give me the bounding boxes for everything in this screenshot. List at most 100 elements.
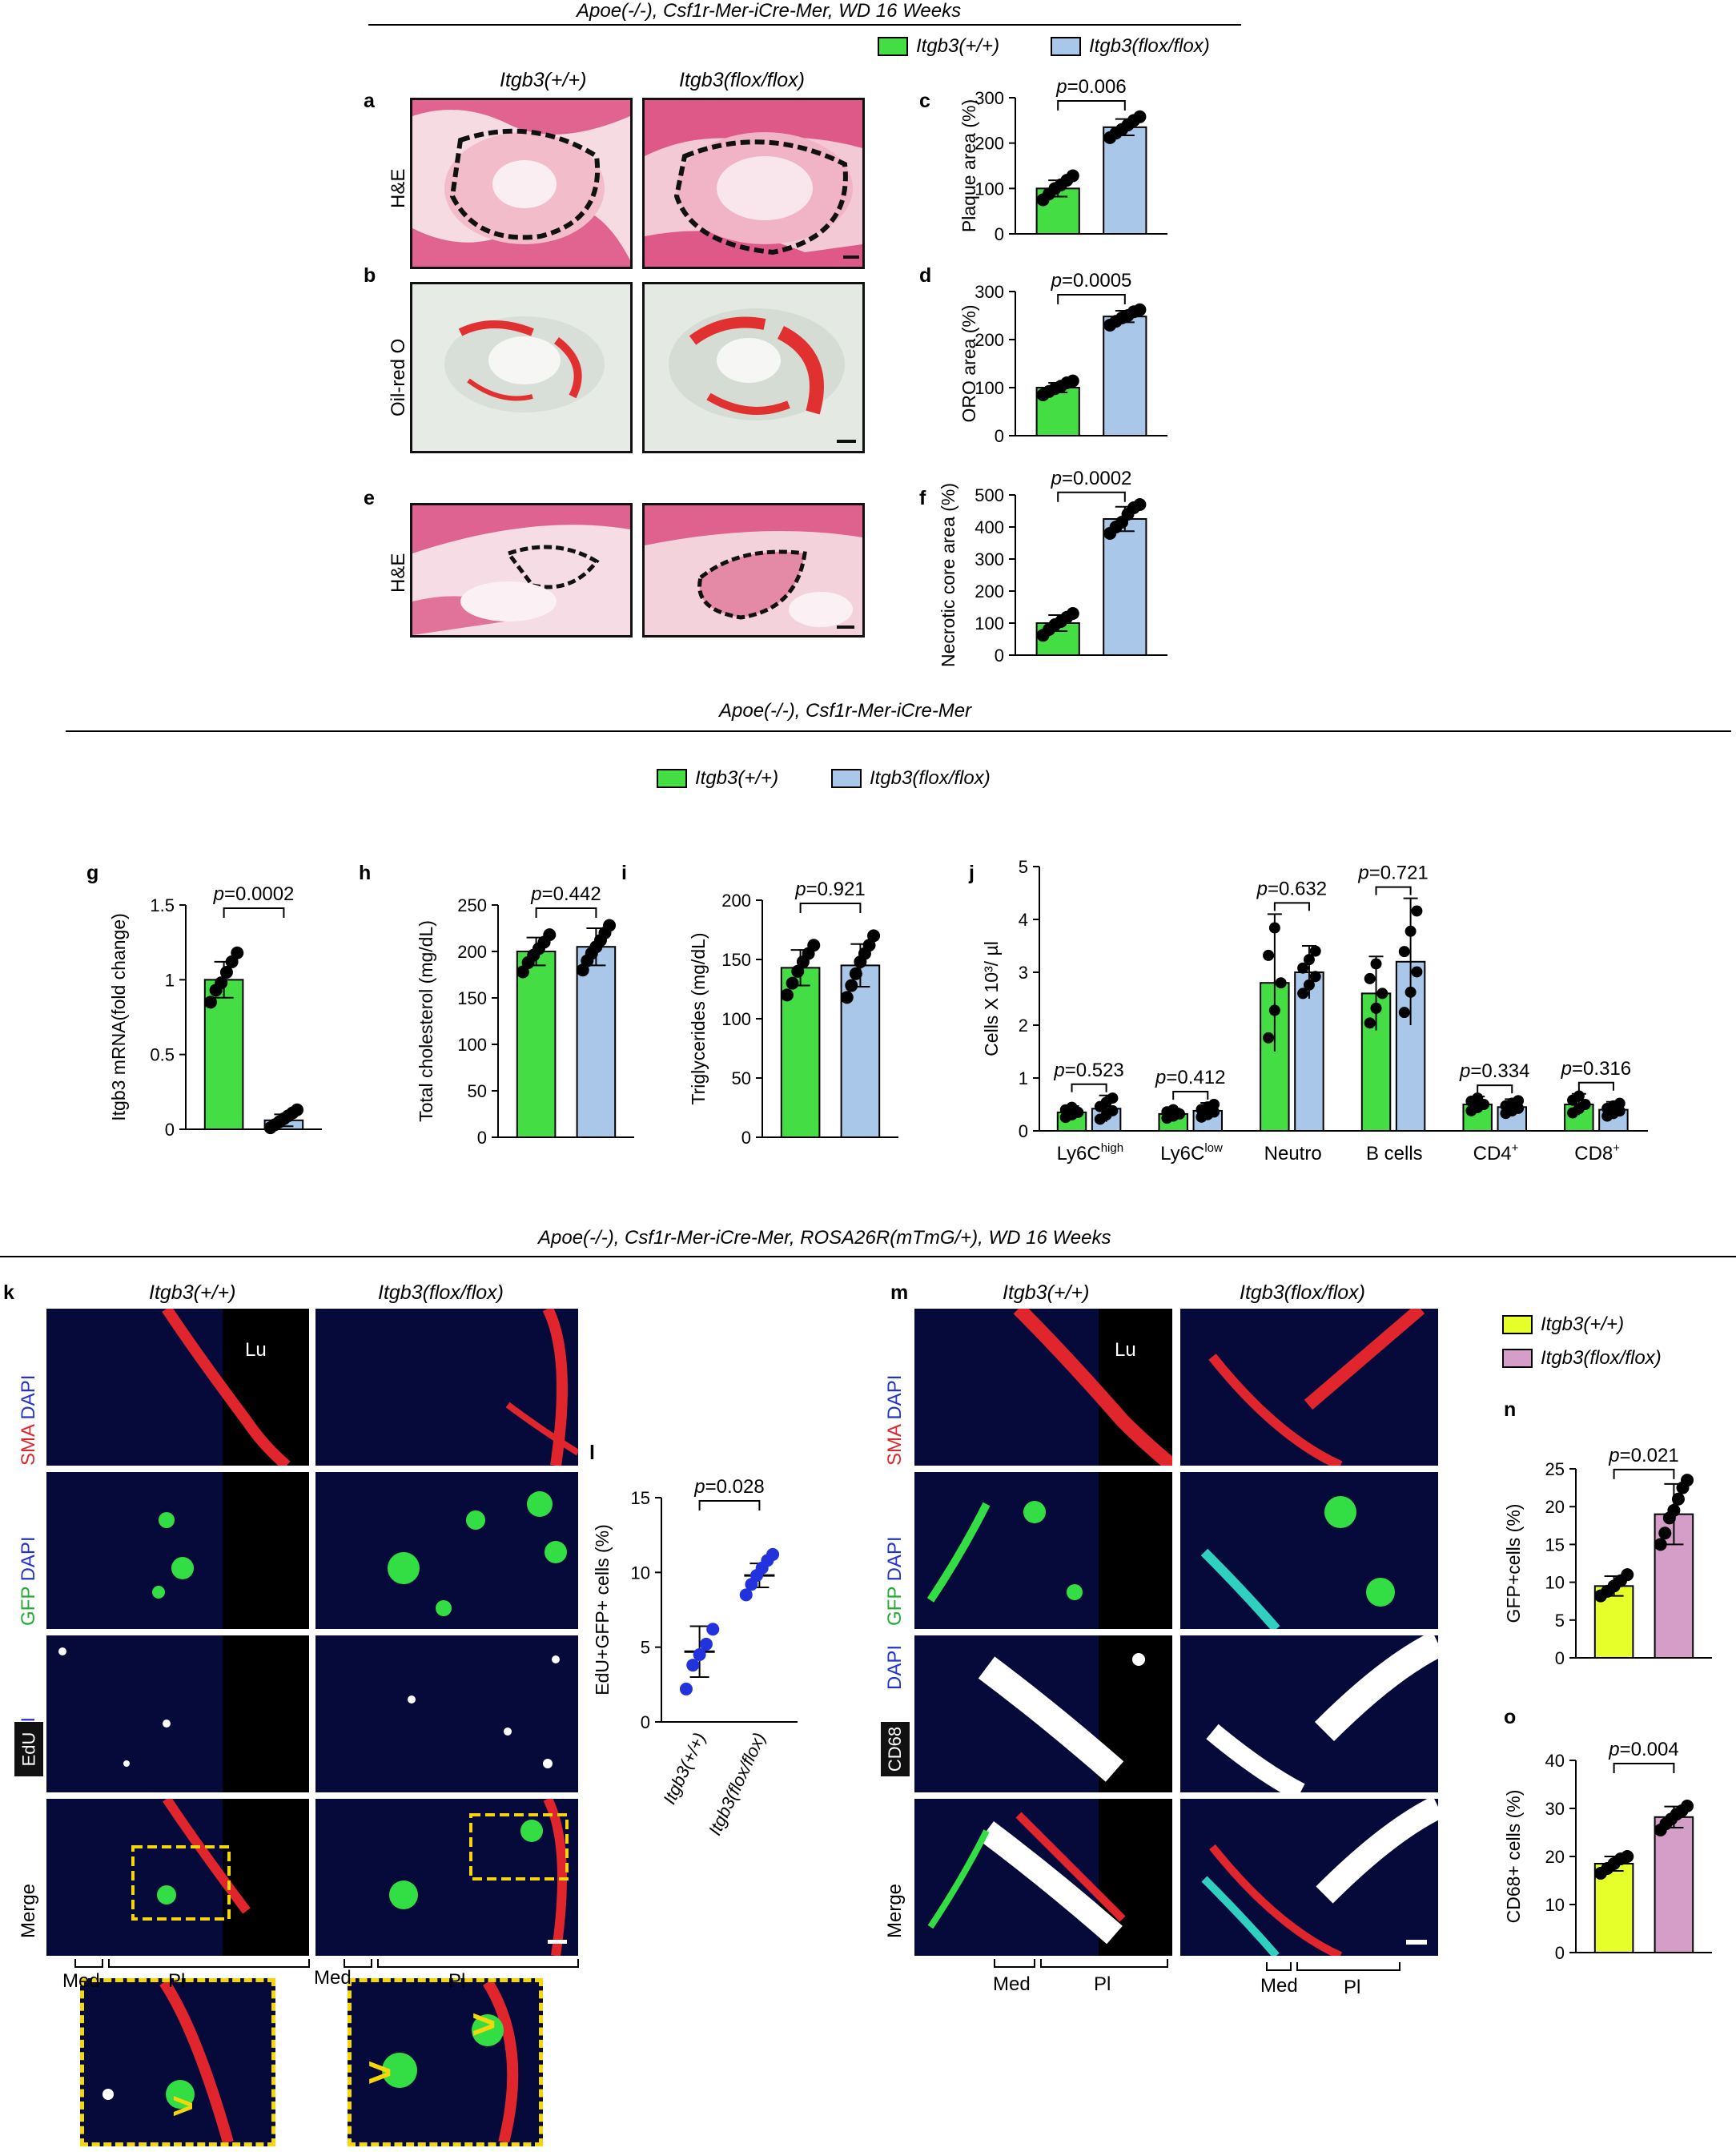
data-point (1573, 1090, 1585, 1102)
y-tick-label: 15 (1545, 1535, 1565, 1555)
histology-he-ko (642, 98, 865, 269)
y-tick-label: 20 (1545, 1847, 1565, 1867)
p-value-label: p=0.0005 (1051, 270, 1132, 292)
data-point (739, 1588, 753, 1602)
svg-text:>: > (472, 2001, 496, 2048)
y-tick-label: 100 (721, 1009, 751, 1029)
data-point (1398, 946, 1410, 958)
lumen-label: Lu (245, 1339, 267, 1361)
data-point (849, 967, 862, 980)
zoom-inset-k-ko: >> (348, 1978, 543, 2146)
y-tick-label: 100 (974, 613, 1004, 634)
p-value-label: p=0.334 (1459, 1060, 1529, 1082)
legend-swatch-blue (831, 769, 862, 788)
significance-bracket (1477, 1084, 1513, 1094)
data-point (1268, 922, 1280, 934)
data-point (686, 1659, 700, 1672)
significance-bracket (1375, 886, 1412, 895)
x-tick-label: Neutro (1264, 1143, 1322, 1164)
data-point (1621, 1850, 1634, 1863)
panel-j-label: j (969, 862, 974, 884)
y-axis-label: CD68+ cells (%) (1503, 1790, 1524, 1924)
zoom-inset-k-wt: > (80, 1978, 275, 2146)
bar-0 (516, 951, 557, 1138)
y-tick-label: 40 (1545, 1751, 1565, 1771)
y-tick-label: 0 (165, 1120, 175, 1140)
p-value-label: p=0.004 (1608, 1739, 1678, 1760)
y-tick-label: 200 (974, 134, 1004, 154)
y-tick-label: 3 (1019, 963, 1028, 983)
data-point (219, 966, 233, 979)
col-k-ko: Itgb3(flox/flox) (378, 1281, 504, 1304)
data-point (1513, 1095, 1525, 1107)
col-k-wt: Itgb3(+/+) (149, 1281, 236, 1304)
y-axis-label: Total cholesterol (mg/dL) (416, 920, 436, 1122)
data-point (840, 991, 854, 1004)
data-point (215, 976, 228, 990)
significance-bracket (223, 907, 285, 918)
legend-mid-wt: Itgb3(+/+) (657, 767, 778, 790)
data-point (791, 964, 805, 978)
panel-l-label: l (589, 1442, 595, 1464)
panel-g-label: g (86, 862, 99, 884)
data-point (1621, 1568, 1634, 1582)
y-tick-label: 0 (995, 224, 1004, 244)
y-tick-label: 0 (1555, 1943, 1565, 1963)
data-point (1579, 1099, 1591, 1110)
legend-mid-ko: Itgb3(flox/flox) (831, 767, 991, 790)
panel-i-label: i (621, 862, 627, 884)
data-point (1303, 979, 1315, 991)
bottom-rule (0, 1256, 1736, 1257)
data-point (1167, 1104, 1179, 1116)
y-tick-label: 100 (974, 179, 1004, 199)
y-tick-label: 150 (721, 950, 751, 970)
data-point (679, 1682, 693, 1695)
fluor-k-merge-ko (315, 1799, 578, 1956)
data-point (845, 979, 858, 992)
he-necrotic-drawing (412, 505, 630, 635)
panel-n-label: n (1504, 1398, 1517, 1421)
significance-bracket (1577, 1081, 1614, 1091)
med-label-k-ko: Med (314, 1967, 352, 1989)
p-value-label: p=0.523 (1053, 1060, 1123, 1081)
data-point (1404, 986, 1417, 998)
panel-d-label: d (919, 264, 932, 287)
p-value-label: p=0.442 (530, 883, 601, 905)
pl-label-m-wt: Pl (1094, 1973, 1111, 1995)
data-point (1066, 607, 1079, 620)
scale-bar (548, 1940, 567, 1944)
data-point (1309, 945, 1321, 957)
significance-bracket (1071, 1083, 1107, 1092)
data-point (1654, 1538, 1667, 1551)
panel-e-label: e (364, 487, 375, 509)
he-necrotic-drawing (645, 505, 862, 629)
med-label-m-wt: Med (993, 1973, 1031, 1995)
histology-oro-ko (642, 282, 865, 453)
y-tick-label: 0 (477, 1128, 487, 1148)
data-point (1370, 958, 1382, 970)
med-label-k-wt: Med (62, 1970, 100, 1992)
data-point (603, 919, 617, 932)
y-tick-label: 20 (1545, 1497, 1565, 1517)
data-point (1398, 1007, 1410, 1019)
data-point (203, 996, 217, 1009)
edu-badge: EdU (14, 1722, 43, 1776)
x-tick-label: Ly6Clow (1160, 1141, 1223, 1164)
data-point (780, 988, 794, 1002)
fluor-k-edu-wt (46, 1635, 309, 1792)
data-point (1208, 1099, 1220, 1110)
data-point (1411, 966, 1423, 978)
zoom-box (131, 1845, 231, 1921)
svg-text:>: > (368, 2049, 392, 2096)
histology-he-necrotic-ko (642, 503, 865, 638)
significance-bracket (1273, 902, 1310, 911)
significance-bracket (1057, 294, 1126, 304)
col-m-ko: Itgb3(flox/flox) (1240, 1281, 1366, 1304)
p-value-label: p=0.721 (1357, 863, 1428, 884)
data-point (1133, 498, 1147, 511)
data-point (1107, 1092, 1119, 1104)
panel-h-label: h (359, 862, 372, 884)
